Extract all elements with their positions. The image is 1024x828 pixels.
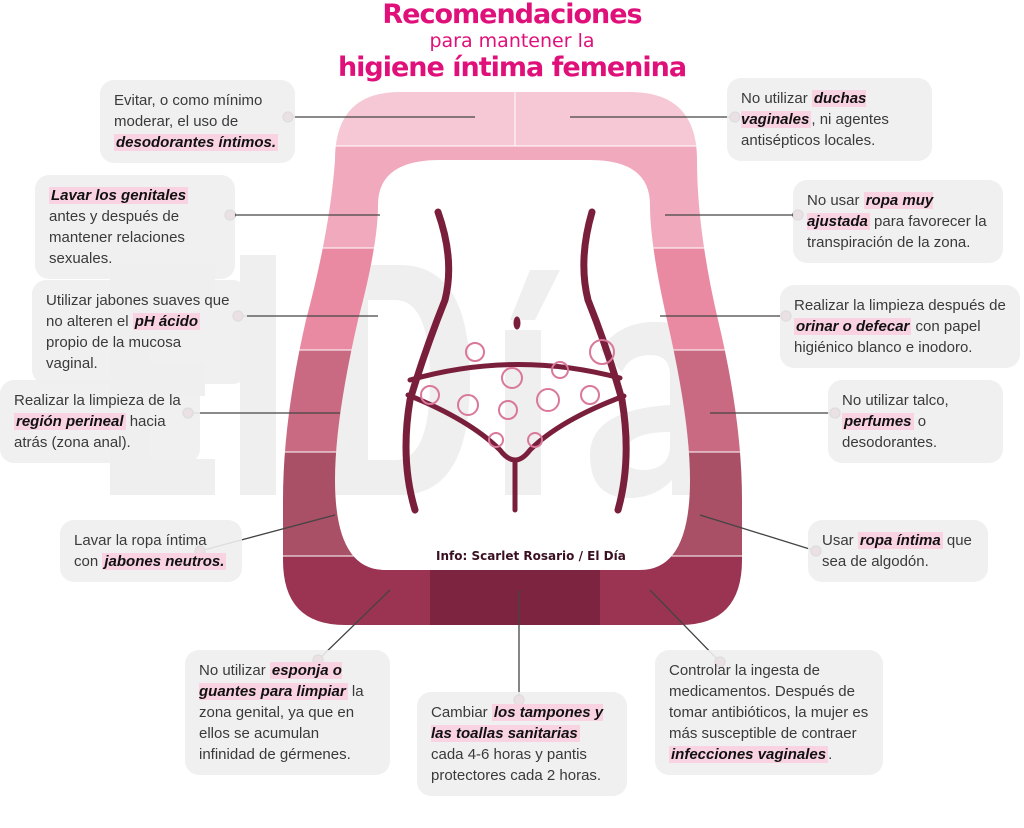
tip-highlight: perfumes bbox=[842, 413, 914, 430]
tip-highlight: región perineal bbox=[14, 413, 126, 430]
tip-text: , ni agentes antisépticos locales. bbox=[741, 111, 889, 149]
tip-text: Realizar la limpieza de la bbox=[14, 392, 181, 409]
tip-text: la zona genital, ya que en ellos se acum… bbox=[199, 683, 364, 763]
tip-box: Controlar la ingesta de medicamentos. De… bbox=[655, 650, 883, 775]
tip-text: con papel higiénico blanco e inodoro. bbox=[794, 318, 981, 356]
tip-box: No utilizar talco, perfumes o desodorant… bbox=[828, 380, 1003, 463]
title-subtitle: para mantener la bbox=[429, 30, 595, 52]
tip-text: No utilizar bbox=[199, 662, 270, 679]
tip-text: hacia atrás (zona anal). bbox=[14, 413, 166, 451]
tip-box: Lavar la ropa íntima con jabones neutros… bbox=[60, 520, 242, 582]
tip-text: cada 4-6 horas y pantis protectores cada… bbox=[431, 746, 602, 784]
title-main: Recomendaciones bbox=[382, 0, 642, 30]
tip-text: Evitar, o como mínimo moderar, el uso de bbox=[114, 92, 263, 130]
tip-box: Realizar la limpieza después de orinar o… bbox=[780, 285, 1020, 368]
tip-box: Evitar, o como mínimo moderar, el uso de… bbox=[100, 80, 295, 163]
tip-box: No utilizar duchas vaginales, ni agentes… bbox=[727, 78, 932, 161]
torso-figure bbox=[402, 208, 630, 514]
tip-text: Usar bbox=[822, 532, 858, 549]
tip-highlight: infecciones vaginales bbox=[669, 746, 829, 763]
tip-text: No utilizar talco, bbox=[842, 392, 949, 409]
source-credit: Info: Scarlet Rosario / El Día bbox=[436, 549, 626, 563]
tip-text: propio de la mucosa vaginal. bbox=[46, 334, 182, 372]
tip-text: . bbox=[828, 746, 833, 763]
tip-highlight: Lavar los genitales bbox=[49, 187, 189, 204]
tip-text: o desodorantes. bbox=[842, 413, 938, 451]
tip-box: No utilizar esponja o guantes para limpi… bbox=[185, 650, 390, 775]
tip-text: No usar bbox=[807, 192, 864, 209]
title-topic: higiene íntima femenina bbox=[337, 52, 687, 83]
tip-text: Realizar la limpieza después de bbox=[794, 297, 1006, 314]
tip-text: Utilizar jabones suaves que no alteren e… bbox=[46, 292, 230, 330]
leader-line bbox=[317, 589, 391, 661]
tip-box: Lavar los genitales antes y después de m… bbox=[35, 175, 235, 279]
leader-line bbox=[699, 514, 817, 552]
tip-text: antes y después de mantener relaciones s… bbox=[49, 208, 185, 267]
tip-box: Usar ropa íntima que sea de algodón. bbox=[808, 520, 988, 582]
tip-box: Utilizar jabones suaves que no alteren e… bbox=[32, 280, 247, 384]
tip-text: que sea de algodón. bbox=[822, 532, 972, 570]
tip-box: No usar ropa muy ajustada para favorecer… bbox=[793, 180, 1003, 263]
tip-box: Realizar la limpieza de la región perine… bbox=[0, 380, 200, 463]
tip-highlight: jabones neutros. bbox=[102, 553, 227, 570]
tip-text: No utilizar bbox=[741, 90, 812, 107]
floral-pattern bbox=[420, 339, 615, 448]
tip-highlight: desodorantes íntimos. bbox=[114, 134, 279, 151]
tip-highlight: pH ácido bbox=[132, 313, 201, 330]
tip-highlight: orinar o defecar bbox=[794, 318, 912, 335]
tip-highlight: ropa íntima bbox=[857, 532, 943, 549]
tip-text: para favorecer la transpiración de la zo… bbox=[807, 213, 987, 251]
tip-text: Controlar la ingesta de medicamentos. De… bbox=[669, 662, 869, 742]
tip-text: Cambiar bbox=[431, 704, 492, 721]
tip-box: Cambiar los tampones y las toallas sanit… bbox=[417, 692, 627, 796]
tip-text: Lavar la ropa íntima con bbox=[74, 532, 207, 570]
